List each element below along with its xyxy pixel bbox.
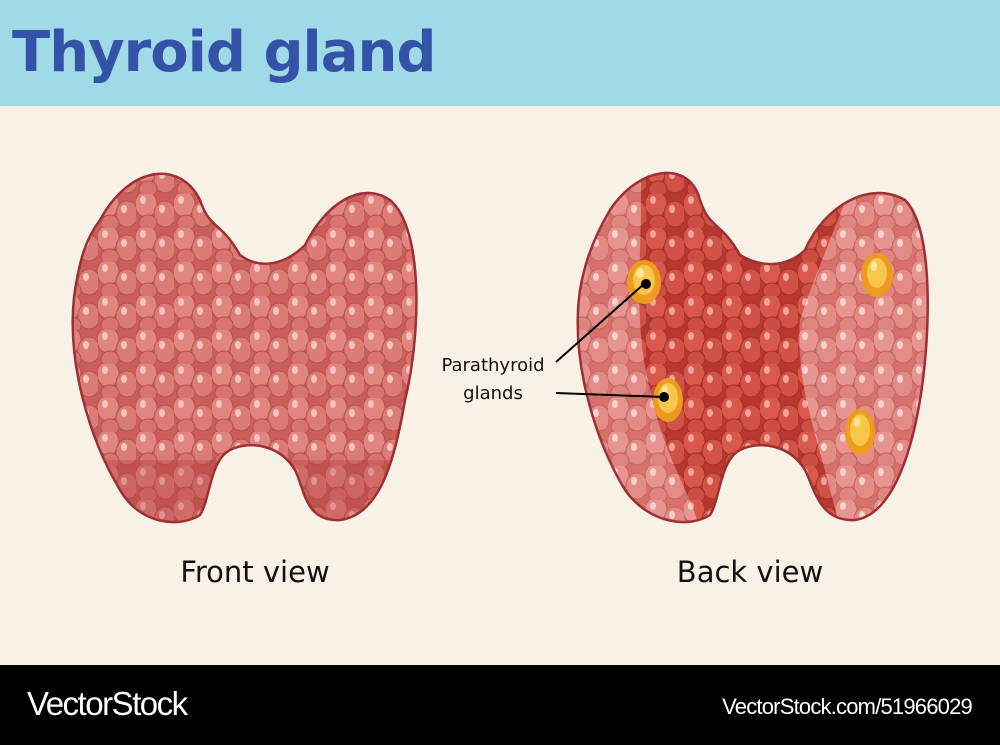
parathyroid-label-line2: glands <box>463 383 523 404</box>
parathyroid-label-line1: Parathyroid <box>441 355 545 376</box>
brand-logo: VectorStock <box>27 685 188 722</box>
front-view-caption: Front view <box>180 555 330 589</box>
thyroid-front-view-illustration <box>71 172 418 524</box>
page-title: Thyroid gland <box>12 20 436 85</box>
parathyroid-gland-lower-right <box>845 409 875 455</box>
back-view-caption: Back view <box>676 555 824 589</box>
watermark-footer: VectorStock VectorStock.com/51966029 <box>0 665 1000 745</box>
parathyroid-gland-upper-right <box>861 253 893 297</box>
image-reference: VectorStock.com/51966029 <box>722 694 973 719</box>
parathyroid-label: Parathyroid glands <box>428 352 558 408</box>
title-banner: Thyroid gland <box>0 0 1000 106</box>
